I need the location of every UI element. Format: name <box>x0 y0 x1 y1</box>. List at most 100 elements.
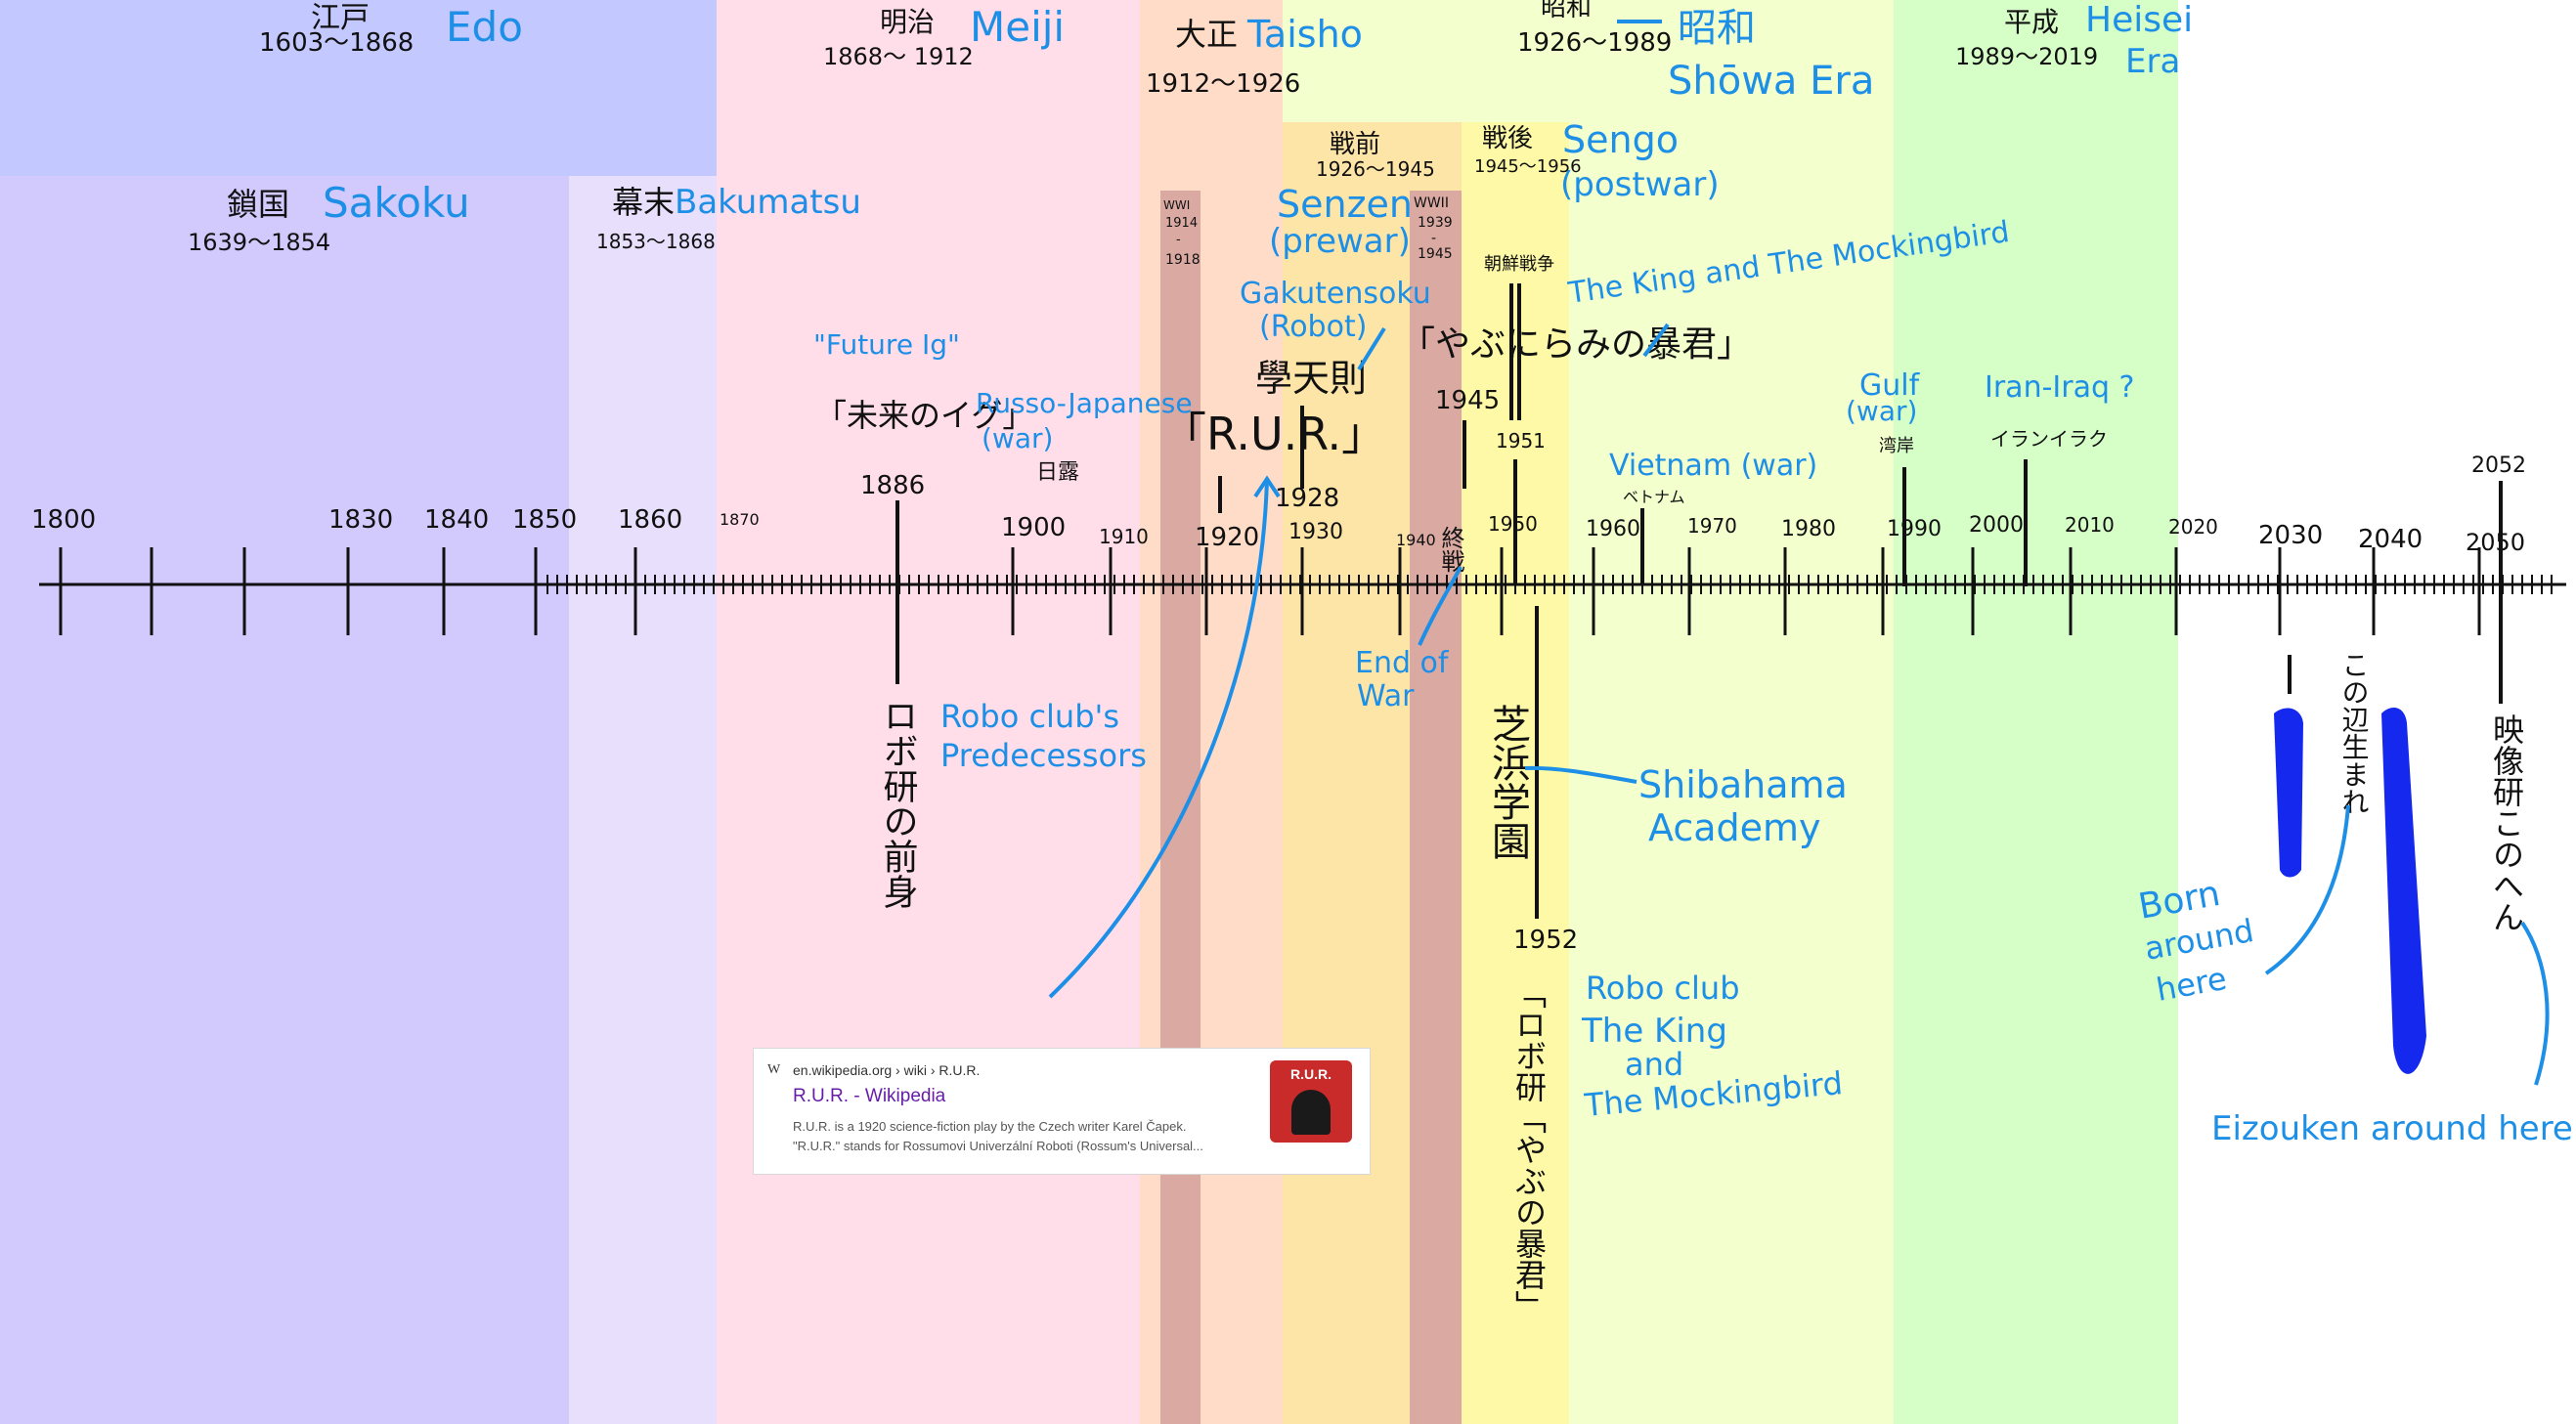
era-heisei-en2: Era <box>2125 42 2180 81</box>
ww1-label: WWI <box>1163 198 1190 212</box>
tick-label-1900: 1900 <box>1001 513 1066 542</box>
timeline-axis <box>39 547 2566 635</box>
era-edo-en: Edo <box>446 3 523 51</box>
tick-label-2020: 2020 <box>2168 515 2218 539</box>
era-sakoku-range: 1639〜1854 <box>188 229 330 256</box>
tick-label-1800: 1800 <box>31 505 96 535</box>
year-label-1945: 1945 <box>1435 386 1500 415</box>
year-label-1951: 1951 <box>1496 429 1546 453</box>
blue-arrows <box>1048 20 2550 1086</box>
wiki-url[interactable]: en.wikipedia.org › wiki › R.U.R. <box>793 1062 981 1078</box>
rur-thumbnail-image[interactable]: R.U.R. <box>1270 1060 1352 1143</box>
arrow-rur-card-head <box>1253 475 1281 498</box>
tick-label-1970: 1970 <box>1687 514 1737 538</box>
event-iran-iraq-jp: イランイラク <box>1990 427 2108 451</box>
event-vietnam: Vietnam (war) <box>1609 449 1817 483</box>
shusen-vertical: 終戦 <box>1437 526 1464 573</box>
shibahama-en1: Shibahama <box>1638 763 1848 806</box>
tick-label-1980: 1980 <box>1781 517 1836 541</box>
era-bakumatsu-en: Bakumatsu <box>675 183 861 222</box>
era-sakoku-en: Sakoku <box>323 179 470 227</box>
event-gakutensoku-jp: 學天則 <box>1255 357 1367 400</box>
tick-label-2030: 2030 <box>2258 521 2323 550</box>
arrow-gakutensoku <box>1357 326 1386 371</box>
era-heisei-range: 1989〜2019 <box>1955 43 2098 70</box>
year-label-1952: 1952 <box>1513 926 1578 955</box>
robo-predecessors-jp: ロボ研の前身 <box>878 698 918 909</box>
eizoken-en: Eizouken around here <box>2211 1109 2573 1148</box>
event-robot: (Robot) <box>1259 310 1367 344</box>
era-sengo-jp: 戦後 <box>1482 124 1533 153</box>
tick-label-1830: 1830 <box>328 505 393 535</box>
era-bakumatsu-jp: 幕末 <box>612 184 675 221</box>
event-yabunirami: 「やぶにらみの暴君」 <box>1400 324 1752 365</box>
era-senzen-range: 1926〜1945 <box>1316 157 1435 181</box>
thumbnail-text: R.U.R. <box>1290 1066 1332 1082</box>
band-ww1 <box>1160 191 1201 1424</box>
event-end-of: End of <box>1355 646 1450 680</box>
wikipedia-search-result-card[interactable]: W en.wikipedia.org › wiki › R.U.R. R.U.R… <box>753 1048 1371 1175</box>
era-sengo-en2: (postwar) <box>1560 165 1720 204</box>
era-bakumatsu-range: 1853〜1868 <box>596 230 716 253</box>
tick-label-1930: 1930 <box>1288 520 1343 544</box>
ww1-to: 1918 <box>1165 252 1201 268</box>
era-showa-kanji-blue: 昭和 <box>1678 6 1756 51</box>
tick-label-1870: 1870 <box>720 510 760 529</box>
wikipedia-favicon-icon: W <box>767 1062 781 1077</box>
tick-label-2000: 2000 <box>1969 513 2024 538</box>
born-marker <box>2274 708 2303 878</box>
era-meiji-jp: 明治 <box>880 6 935 38</box>
ww2-dash: - <box>1431 231 1436 246</box>
event-asahi: 朝鮮戦争 <box>1484 254 1554 275</box>
era-sengo-range: 1945〜1956 <box>1474 156 1582 177</box>
robo-club-en3: and <box>1625 1046 1683 1083</box>
era-showa-jp: 昭和 <box>1541 0 1592 22</box>
tick-label-1840: 1840 <box>424 505 489 535</box>
ww1-from: 1914 <box>1165 216 1198 231</box>
wiki-snippet-line-2: "R.U.R." stands for Rossumovi Univerzáln… <box>793 1139 1203 1153</box>
event-gulf-war: (war) <box>1846 395 1917 427</box>
event-gulf-jp: 湾岸 <box>1879 436 1914 456</box>
era-edo-range: 1603〜1868 <box>259 28 414 58</box>
year-label-1886: 1886 <box>860 471 925 500</box>
tick-label-2010: 2010 <box>2065 513 2115 537</box>
arrow-king <box>1642 323 1670 358</box>
event-gakutensoku: Gakutensoku <box>1240 277 1431 311</box>
band-meiji <box>717 0 1140 1424</box>
band-bakumatsu <box>569 176 717 1424</box>
shibahama-en2: Academy <box>1648 806 1821 849</box>
era-heisei-en: Heisei <box>2085 0 2193 40</box>
tick-label-1950: 1950 <box>1488 512 1538 536</box>
event-iran-iraq: Iran-Iraq ? <box>1985 370 2134 405</box>
era-meiji-en: Meiji <box>970 3 1065 51</box>
tick-label-1860: 1860 <box>618 505 682 535</box>
event-vietnam-jp: ベトナム <box>1623 488 1685 506</box>
era-showa-en: Shōwa Era <box>1668 59 1874 104</box>
era-markers <box>2274 708 2426 1074</box>
era-senzen-jp: 戦前 <box>1330 130 1380 159</box>
tick-label-1960: 1960 <box>1586 517 1640 541</box>
event-mirai-no-igu: 「未来のイグ」 <box>815 397 1033 434</box>
wiki-snippet-line-1: R.U.R. is a 1920 science-fiction play by… <box>793 1119 1187 1134</box>
tick-label-1940: 1940 <box>1396 531 1436 549</box>
era-showa-range: 1926〜1989 <box>1517 28 1672 58</box>
arrow-eizoken <box>2520 921 2550 1086</box>
era-taisho-range: 1912〜1926 <box>1146 69 1300 99</box>
ww1-dash: - <box>1176 233 1181 247</box>
robo-predecessors-en1: Robo club's <box>940 698 1119 735</box>
wiki-title-link[interactable]: R.U.R. - Wikipedia <box>793 1086 946 1106</box>
shibahama-jp: 芝浜学園 <box>1485 704 1530 860</box>
era-edo-jp: 江戸 <box>311 1 370 35</box>
robo-club-en1: Robo club <box>1586 970 1740 1007</box>
band-heisei <box>1894 0 2178 1424</box>
tick-label-2050: 2050 <box>2466 529 2525 556</box>
born-jp: この辺生まれ <box>2338 651 2371 815</box>
arrow-end-war <box>1418 566 1463 646</box>
year-label-2052: 2052 <box>2471 453 2526 478</box>
robot-figure-icon <box>1291 1090 1331 1135</box>
tick-label-1910: 1910 <box>1099 525 1149 548</box>
ww2-label: WWII <box>1414 195 1449 211</box>
year-label-1928: 1928 <box>1275 484 1339 513</box>
band-edo-top <box>0 0 717 176</box>
